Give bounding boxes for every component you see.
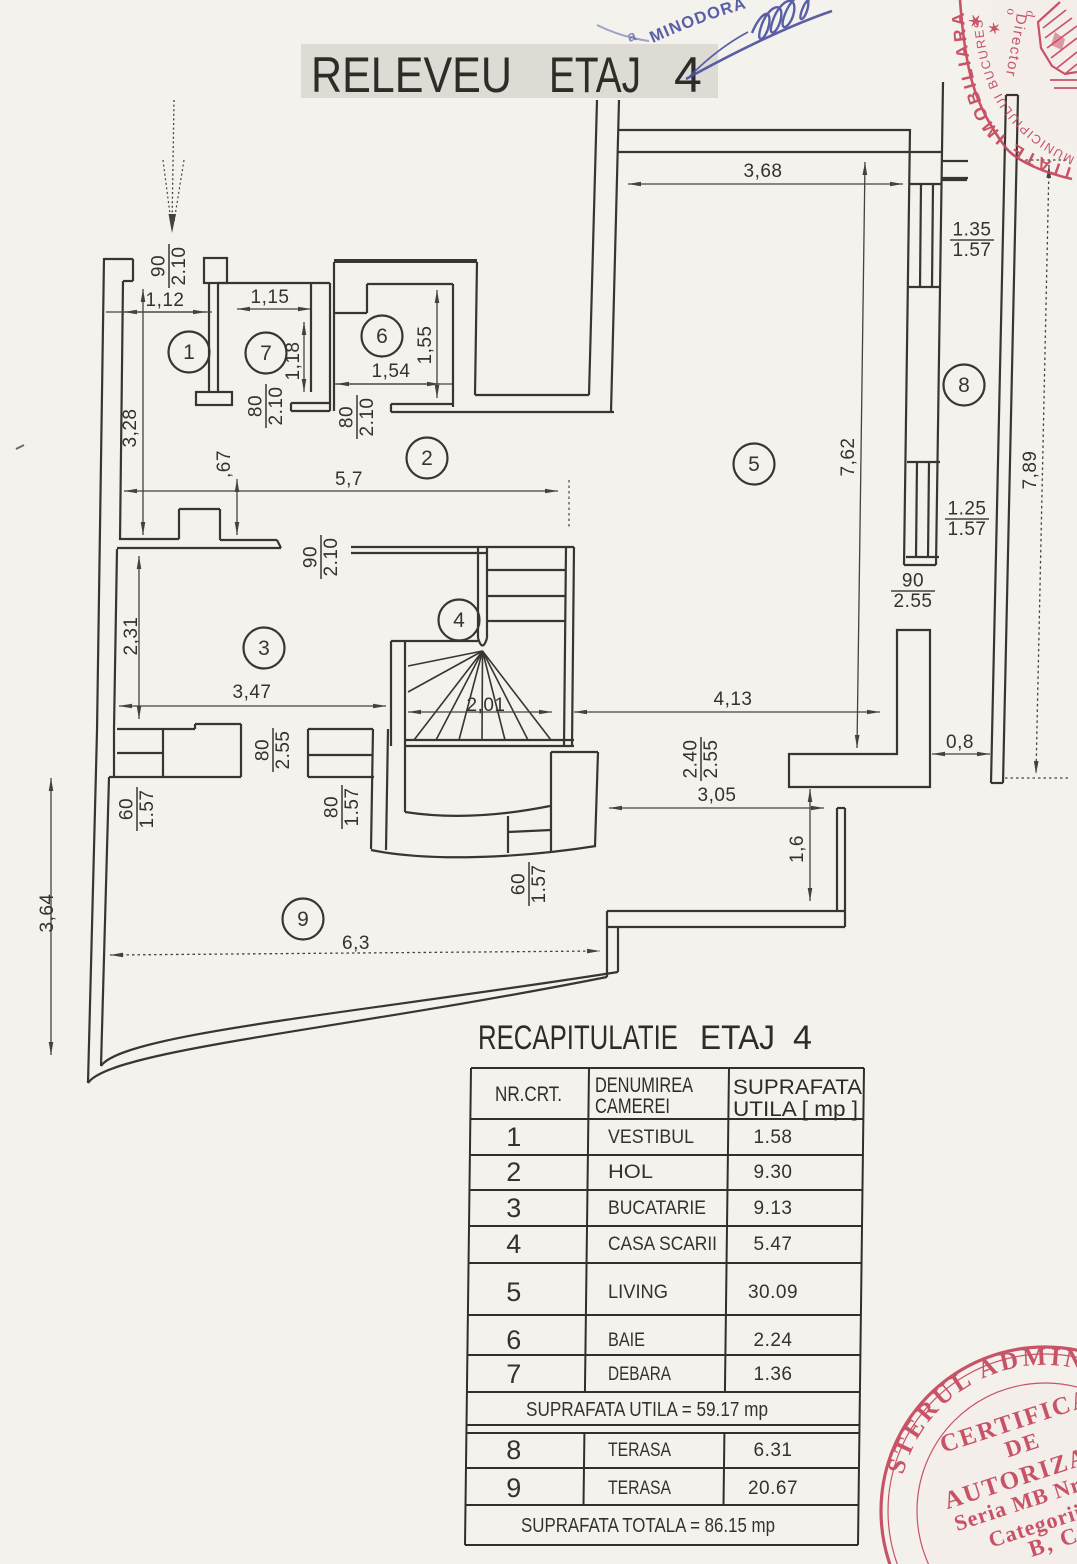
svg-text:9.30: 9.30	[754, 1162, 793, 1183]
svg-text:SUPRAFATA: SUPRAFATA	[733, 1076, 862, 1099]
svg-text:9: 9	[506, 1473, 522, 1503]
svg-text:7: 7	[260, 342, 272, 365]
svg-text:6: 6	[376, 325, 388, 348]
svg-text:UTILA [ mp ]: UTILA [ mp ]	[733, 1098, 858, 1121]
svg-text:BAIE: BAIE	[608, 1330, 645, 1351]
svg-text:20.67: 20.67	[748, 1478, 798, 1499]
svg-text:1,55: 1,55	[415, 326, 436, 365]
svg-text:7: 7	[506, 1359, 522, 1389]
svg-text:5: 5	[506, 1277, 522, 1307]
svg-text:HOL: HOL	[608, 1162, 653, 1183]
svg-text:90: 90	[301, 546, 322, 568]
svg-text:6,3: 6,3	[342, 933, 370, 954]
svg-text:3,05: 3,05	[698, 785, 737, 806]
svg-text:RECAPITULATIE: RECAPITULATIE	[478, 1019, 678, 1057]
svg-text:0,8: 0,8	[946, 732, 974, 753]
svg-text:1,18: 1,18	[283, 342, 304, 381]
svg-text:1: 1	[183, 341, 195, 364]
svg-text:90: 90	[149, 255, 170, 277]
svg-text:8: 8	[506, 1435, 522, 1465]
svg-text:9: 9	[297, 908, 309, 931]
svg-text:TERASA: TERASA	[608, 1478, 671, 1499]
svg-text:3,64: 3,64	[37, 894, 58, 933]
svg-text:60: 60	[509, 873, 530, 895]
svg-text:SUPRAFATA TOTALA = 86.15 mp: SUPRAFATA TOTALA = 86.15 mp	[521, 1515, 775, 1537]
svg-text:3,68: 3,68	[744, 161, 783, 182]
svg-text:ETAJ: ETAJ	[549, 47, 641, 103]
svg-text:30.09: 30.09	[748, 1282, 798, 1303]
svg-text:DENUMIREA: DENUMIREA	[595, 1074, 693, 1097]
svg-text:1.57: 1.57	[342, 788, 363, 827]
svg-text:60: 60	[117, 798, 138, 820]
svg-text:2,01: 2,01	[467, 695, 506, 716]
svg-text:2.24: 2.24	[754, 1330, 793, 1351]
svg-text:d: d	[1023, 9, 1039, 18]
svg-text:7,62: 7,62	[838, 438, 859, 477]
svg-text:2.10: 2.10	[357, 398, 378, 437]
svg-text:2.55: 2.55	[701, 740, 722, 779]
svg-text:4: 4	[453, 609, 465, 632]
svg-text:1,6: 1,6	[787, 835, 808, 863]
svg-text:6: 6	[506, 1325, 522, 1355]
svg-text:7,89: 7,89	[1020, 451, 1041, 490]
svg-text:o: o	[1004, 7, 1020, 16]
svg-text:3: 3	[506, 1193, 522, 1223]
svg-text:1.57: 1.57	[137, 790, 158, 829]
svg-text:,67: ,67	[214, 450, 235, 478]
svg-text:2.40: 2.40	[681, 740, 702, 779]
svg-text:1,54: 1,54	[372, 361, 411, 382]
svg-text:2.55: 2.55	[273, 731, 294, 770]
svg-text:3: 3	[258, 637, 270, 660]
svg-text:6.31: 6.31	[754, 1440, 793, 1461]
svg-text:2: 2	[506, 1157, 522, 1187]
svg-text:2: 2	[421, 447, 433, 470]
svg-text:RELEVEU: RELEVEU	[311, 47, 512, 103]
svg-text:1.35: 1.35	[953, 220, 992, 241]
svg-text:NR.CRT.: NR.CRT.	[495, 1083, 562, 1106]
svg-text:1.36: 1.36	[754, 1364, 793, 1385]
svg-text:1.57: 1.57	[529, 865, 550, 904]
svg-text:ETAJ: ETAJ	[700, 1019, 775, 1057]
svg-text:2.10: 2.10	[169, 247, 190, 286]
svg-text:5,7: 5,7	[335, 469, 363, 490]
svg-text:3,28: 3,28	[120, 409, 141, 448]
svg-text:4: 4	[674, 47, 702, 103]
svg-text:1: 1	[506, 1122, 522, 1152]
svg-text:9.13: 9.13	[754, 1198, 793, 1219]
svg-text:TERASA: TERASA	[608, 1440, 671, 1461]
svg-text:2.10: 2.10	[266, 387, 287, 426]
svg-text:4: 4	[506, 1229, 522, 1259]
svg-text:1.57: 1.57	[948, 519, 987, 540]
svg-text:90: 90	[902, 571, 924, 592]
svg-text:4: 4	[793, 1019, 812, 1057]
svg-text:8: 8	[958, 374, 970, 397]
svg-text:1.57: 1.57	[953, 240, 992, 261]
svg-text:5.47: 5.47	[754, 1234, 793, 1255]
svg-text:VESTIBUL: VESTIBUL	[608, 1127, 694, 1148]
svg-text:80: 80	[337, 406, 358, 428]
svg-text:1.25: 1.25	[948, 499, 987, 520]
svg-text:2.55: 2.55	[894, 591, 933, 612]
svg-text:3,47: 3,47	[233, 682, 272, 703]
svg-text:2,31: 2,31	[121, 617, 142, 656]
svg-text:80: 80	[246, 395, 267, 417]
svg-text:1.58: 1.58	[754, 1127, 793, 1148]
svg-text:CASA SCARII: CASA SCARII	[608, 1234, 717, 1255]
svg-text:DEBARA: DEBARA	[608, 1364, 671, 1385]
svg-text:80: 80	[322, 796, 343, 818]
svg-text:80: 80	[253, 739, 274, 761]
svg-text:2.10: 2.10	[321, 538, 342, 577]
svg-text:CAMEREI: CAMEREI	[595, 1095, 670, 1118]
svg-text:4,13: 4,13	[714, 689, 753, 710]
svg-text:1,12: 1,12	[146, 290, 185, 311]
svg-text:LIVING: LIVING	[608, 1282, 668, 1303]
svg-text:SUPRAFATA UTILA = 59.17 mp: SUPRAFATA UTILA = 59.17 mp	[526, 1399, 768, 1421]
svg-text:5: 5	[748, 453, 760, 476]
svg-text:1,15: 1,15	[251, 287, 290, 308]
svg-text:BUCATARIE: BUCATARIE	[608, 1198, 706, 1219]
